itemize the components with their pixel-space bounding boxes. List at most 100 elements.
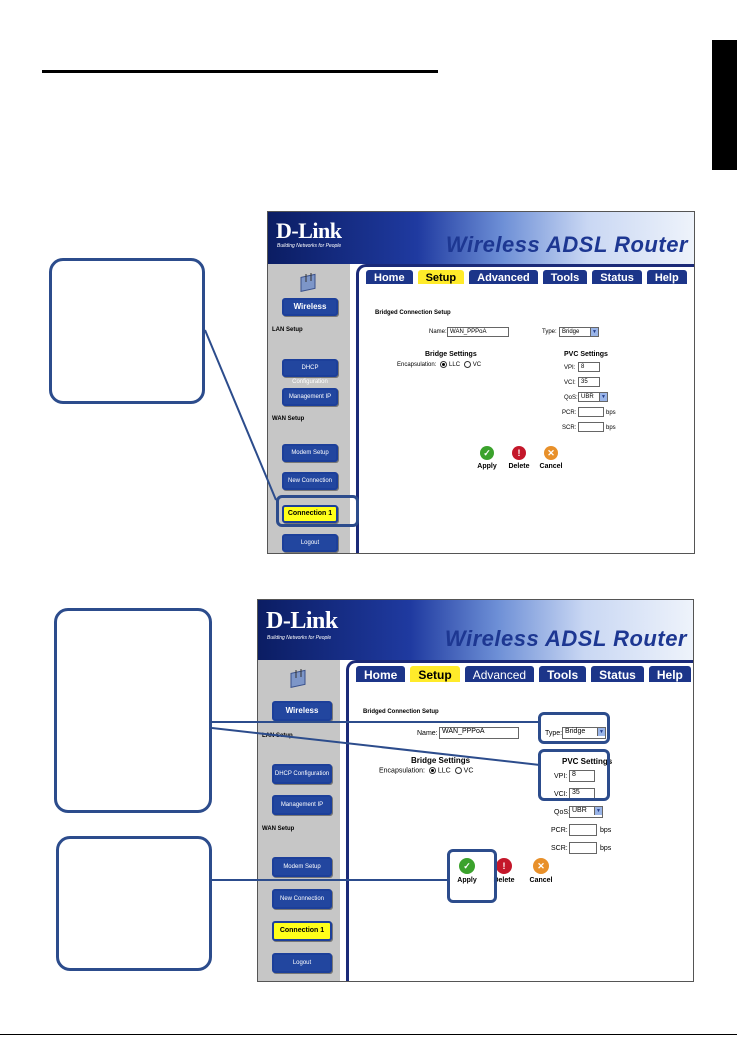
- vpi-input[interactable]: 8: [569, 770, 595, 782]
- pcr-input[interactable]: [569, 824, 597, 836]
- nav-management-ip-button[interactable]: Management IP: [282, 388, 338, 406]
- tab-status[interactable]: Status: [591, 269, 643, 285]
- heading-underline: [42, 70, 438, 73]
- tab-setup[interactable]: Setup: [409, 665, 461, 683]
- tab-bar: Home Setup Advanced Tools Status Help: [355, 665, 692, 683]
- qos-label: QoS:: [554, 809, 570, 816]
- encapsulation-row: Encapsulation: LLC VC: [397, 361, 481, 368]
- vc-radio[interactable]: [454, 767, 462, 774]
- highlight-apply: [447, 849, 497, 903]
- pcr-input[interactable]: [578, 407, 604, 417]
- delete-icon[interactable]: !: [512, 446, 526, 460]
- lan-setup-label: LAN Setup: [272, 327, 303, 333]
- encapsulation-row: Encapsulation: LLC VC: [379, 767, 473, 774]
- nav-new-connection-button[interactable]: New Connection: [282, 472, 338, 490]
- type-select[interactable]: Bridge ▼: [559, 327, 599, 337]
- nav-dhcp-button[interactable]: DHCP Configuration: [282, 359, 338, 385]
- nav-logout-button[interactable]: Logout: [272, 953, 332, 973]
- tab-home[interactable]: Home: [355, 665, 407, 683]
- chevron-down-icon: ▼: [590, 328, 598, 336]
- name-input[interactable]: WAN_PPPoA: [439, 727, 519, 739]
- pvc-settings-heading: PVC Settings: [564, 351, 608, 358]
- delete-label: Delete: [508, 463, 530, 470]
- content-pane: Home Setup Advanced Tools Status Help Br…: [356, 264, 694, 553]
- scr-label: SCR:: [562, 425, 577, 431]
- highlight-pvc-settings: [538, 749, 610, 801]
- tab-advanced[interactable]: Advanced: [463, 665, 536, 683]
- nav-logout-button[interactable]: Logout: [282, 534, 338, 552]
- encapsulation-label: Encapsulation:: [397, 362, 437, 369]
- nav-modem-setup-button[interactable]: Modem Setup: [282, 444, 338, 462]
- llc-radio[interactable]: [428, 767, 436, 774]
- apply-label: Apply: [477, 463, 497, 470]
- content-pane: Home Setup Advanced Tools Status Help Br…: [346, 660, 693, 981]
- wireless-router-icon: [300, 273, 316, 292]
- apply-check-icon[interactable]: ✓: [459, 858, 475, 874]
- tab-help[interactable]: Help: [645, 269, 688, 285]
- qos-select-value: UBR: [572, 807, 587, 814]
- tab-setup[interactable]: Setup: [416, 269, 466, 285]
- type-select-value: Bridge: [562, 329, 580, 335]
- bridge-settings-heading: Bridge Settings: [411, 756, 471, 765]
- vc-radio[interactable]: [463, 361, 471, 368]
- scr-input[interactable]: [569, 842, 597, 854]
- tab-status[interactable]: Status: [590, 665, 645, 683]
- product-title: Wireless ADSL Router: [445, 232, 688, 257]
- section-title: Bridged Connection Setup: [375, 310, 451, 316]
- scr-unit: bps: [600, 845, 612, 852]
- llc-radio[interactable]: [440, 361, 448, 368]
- tab-help[interactable]: Help: [647, 665, 692, 683]
- pcr-unit: bps: [606, 410, 616, 416]
- tab-advanced[interactable]: Advanced: [468, 269, 539, 285]
- type-select[interactable]: Bridge▼: [562, 727, 606, 739]
- vci-input[interactable]: 35: [578, 377, 600, 387]
- nav-wireless-button[interactable]: Wireless: [272, 701, 332, 721]
- nav-management-ip-button[interactable]: Management IP: [272, 795, 332, 815]
- tab-tools[interactable]: Tools: [538, 665, 588, 683]
- dlink-logo: D-Link: [266, 608, 338, 634]
- llc-label: LLC: [437, 767, 451, 775]
- nav-modem-setup-button[interactable]: Modem Setup: [272, 857, 332, 877]
- cancel-x-icon[interactable]: ✕: [544, 446, 558, 460]
- cancel-x-icon[interactable]: ✕: [533, 858, 549, 874]
- callout-box-step2: [54, 608, 212, 813]
- scr-label: SCR:: [551, 845, 568, 852]
- pcr-unit: bps: [600, 827, 612, 834]
- product-title: Wireless ADSL Router: [444, 626, 687, 651]
- scr-input[interactable]: [578, 422, 604, 432]
- pcr-label: PCR:: [551, 827, 568, 834]
- left-nav: Wireless LAN Setup DHCP Configuration Ma…: [268, 264, 350, 553]
- bridge-settings-heading: Bridge Settings: [425, 351, 477, 358]
- router-banner: D-Link Building Networks for People Wire…: [268, 212, 694, 264]
- chevron-down-icon: ▼: [594, 807, 602, 815]
- nav-dhcp-button[interactable]: DHCP Configuration: [272, 764, 332, 784]
- tab-home[interactable]: Home: [365, 269, 414, 285]
- cancel-label: Cancel: [529, 877, 553, 884]
- nav-connection1-button[interactable]: Connection 1: [272, 921, 332, 941]
- apply-label: Apply: [457, 877, 477, 884]
- left-nav: Wireless LAN Setup DHCP Configuration Ma…: [258, 660, 340, 981]
- name-label: Name:: [429, 329, 447, 335]
- type-label: Type:: [545, 730, 563, 737]
- vc-label: VC: [463, 767, 474, 775]
- qos-select[interactable]: UBR▼: [578, 392, 608, 402]
- qos-select[interactable]: UBR ▼: [569, 806, 603, 818]
- nav-wireless-button[interactable]: Wireless: [282, 298, 338, 316]
- tab-tools[interactable]: Tools: [541, 269, 589, 285]
- delete-icon[interactable]: !: [496, 858, 512, 874]
- wireless-router-icon: [290, 669, 306, 688]
- type-label: Type:: [542, 329, 557, 335]
- cancel-label: Cancel: [539, 463, 563, 470]
- name-label: Name:: [417, 730, 438, 737]
- nav-new-connection-button[interactable]: New Connection: [272, 889, 332, 909]
- section-title: Bridged Connection Setup: [363, 709, 439, 715]
- apply-check-icon[interactable]: ✓: [480, 446, 494, 460]
- llc-label: LLC: [449, 362, 461, 369]
- tab-bar: Home Setup Advanced Tools Status Help: [365, 269, 688, 285]
- delete-label: Delete: [493, 877, 515, 884]
- router-screenshot-2: D-Link Building Networks for People Wire…: [257, 599, 694, 982]
- vpi-input[interactable]: 8: [578, 362, 600, 372]
- nav-connection1-button[interactable]: Connection 1: [282, 505, 338, 523]
- router-banner: D-Link Building Networks for People Wire…: [258, 600, 693, 660]
- name-input[interactable]: WAN_PPPoA: [447, 327, 509, 337]
